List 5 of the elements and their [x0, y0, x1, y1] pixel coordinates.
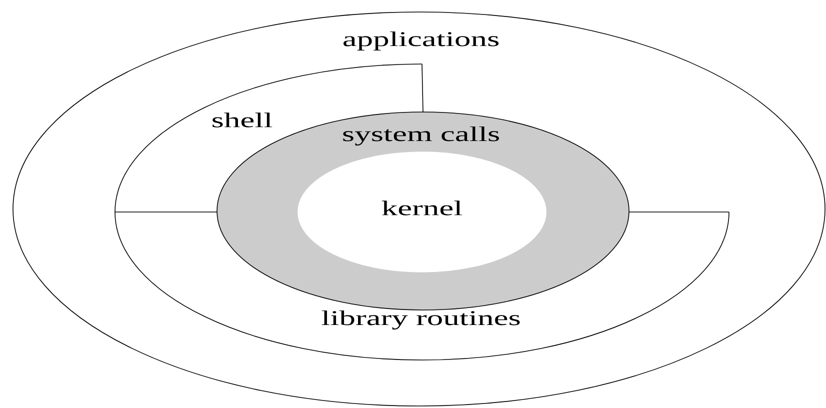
region-label: library routines: [322, 310, 520, 330]
region-label: shell: [212, 112, 272, 128]
region-label: applications: [344, 31, 498, 51]
region-label: system calls: [343, 126, 499, 146]
region-label: kernel: [382, 200, 462, 216]
